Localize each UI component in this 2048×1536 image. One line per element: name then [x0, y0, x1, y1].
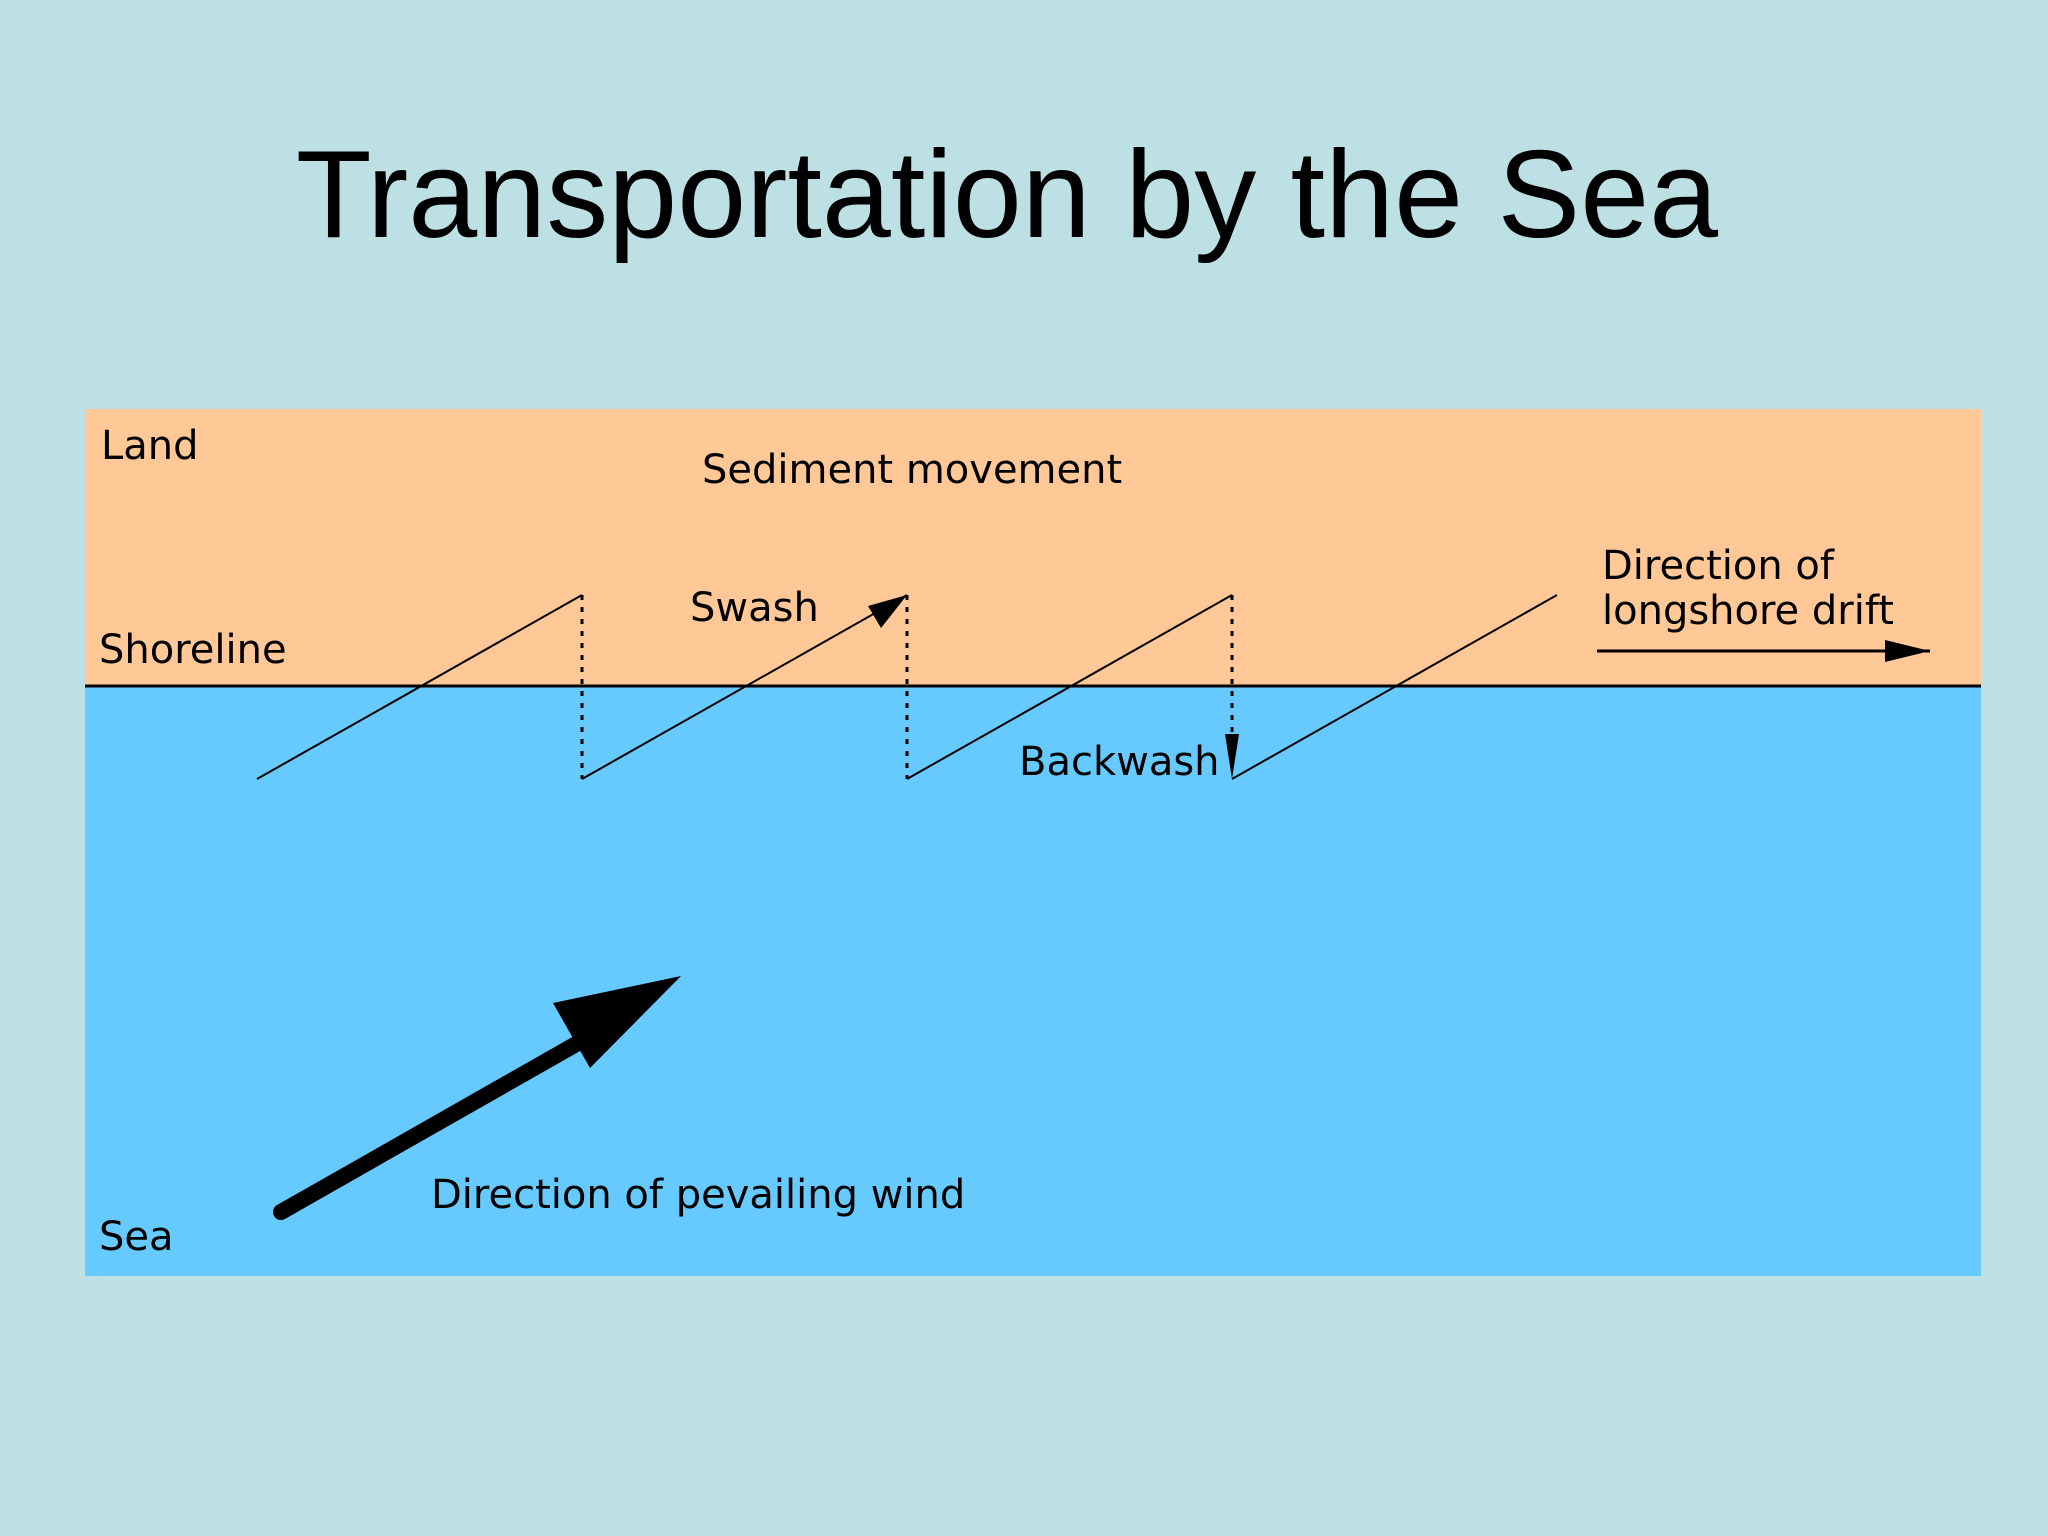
backwash-label: Backwash — [1019, 739, 1220, 785]
swash-path-2 — [581, 594, 908, 780]
longshore-drift-label-line1: Direction of — [1602, 543, 1834, 589]
wind-arrow-head — [553, 976, 681, 1068]
backwash-arrowhead — [1225, 734, 1239, 779]
prevailing-wind-label: Direction of pevailing wind — [431, 1172, 966, 1218]
swash-arrowhead — [868, 595, 907, 628]
sediment-movement-label: Sediment movement — [702, 447, 1123, 493]
longshore-drift-diagram: Land Sediment movement Shoreline Swash B… — [85, 409, 1981, 1276]
longshore-drift-arrowhead — [1885, 640, 1930, 662]
land-label: Land — [101, 423, 199, 469]
shoreline-label: Shoreline — [99, 627, 287, 673]
longshore-drift-label-line2: longshore drift — [1602, 588, 1894, 634]
slide-title: Transportation by the Sea — [295, 126, 1719, 264]
sea-label: Sea — [99, 1214, 174, 1260]
swash-path-1 — [256, 594, 583, 780]
wind-arrow-shaft — [273, 1031, 593, 1220]
swash-label: Swash — [690, 585, 819, 631]
swash-path-3 — [906, 594, 1233, 780]
sea-area — [85, 686, 1981, 1276]
swash-path-4 — [1231, 594, 1558, 780]
land-area — [85, 409, 1981, 686]
diagram-canvas — [85, 409, 1981, 1276]
